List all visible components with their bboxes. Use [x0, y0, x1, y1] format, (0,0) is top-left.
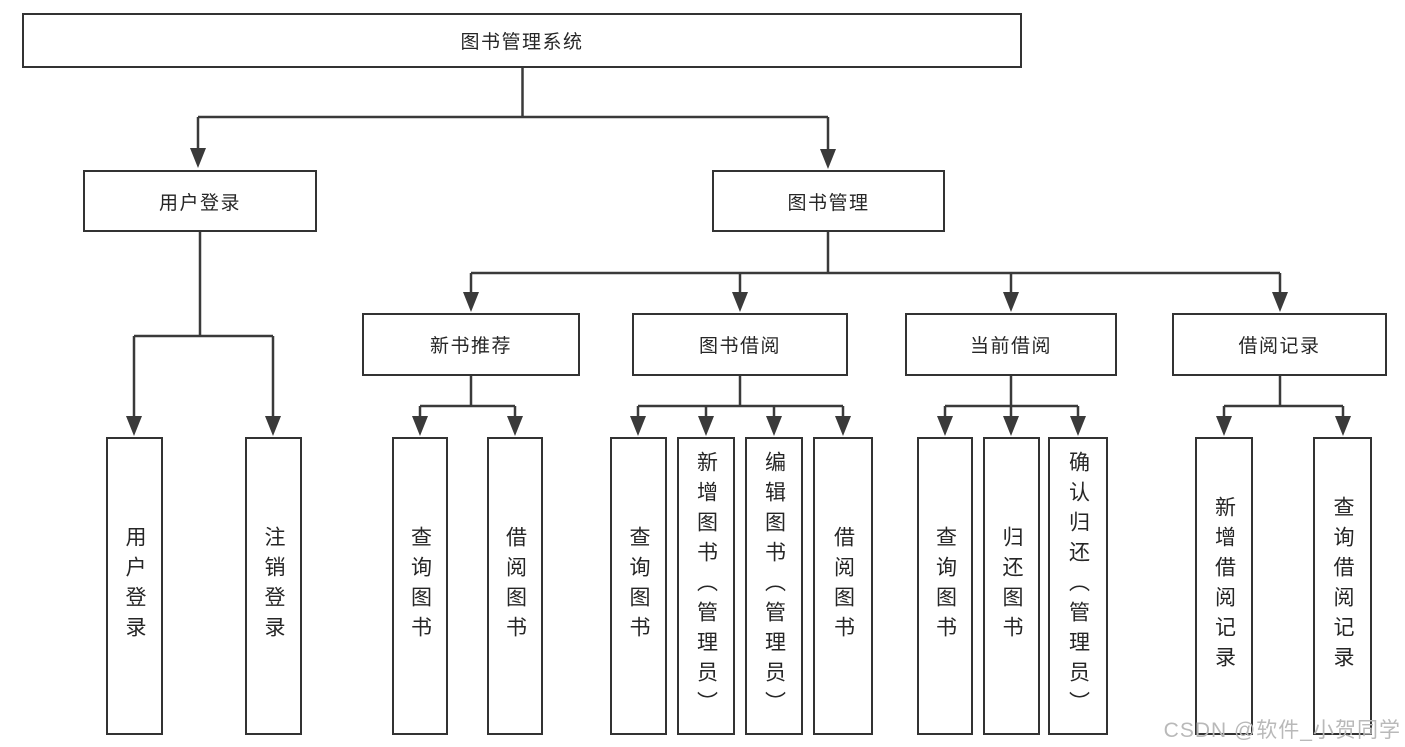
node-library-management-system: 图书管理系统	[22, 13, 1022, 68]
node-book-management: 图书管理	[712, 170, 945, 232]
node-book-borrowing: 图书借阅	[632, 313, 848, 376]
leaf-query-books-borrowing: 查询图书	[610, 437, 667, 735]
leaf-query-books-current: 查询图书	[917, 437, 973, 735]
leaf-add-books-admin: 新增图书（管理员）	[677, 437, 735, 735]
arrow-heads	[126, 148, 1351, 436]
watermark: CSDN @软件_小贺同学	[1163, 719, 1401, 742]
leaf-query-books-recommend: 查询图书	[392, 437, 448, 735]
leaf-return-books: 归还图书	[983, 437, 1040, 735]
node-user-login-group: 用户登录	[83, 170, 317, 232]
connector-paths	[132, 68, 1345, 420]
node-current-borrowing: 当前借阅	[905, 313, 1117, 376]
leaf-edit-books-admin: 编辑图书（管理员）	[745, 437, 803, 735]
leaf-logout: 注销登录	[245, 437, 302, 735]
leaf-query-borrow-record: 查询借阅记录	[1313, 437, 1372, 735]
node-borrow-records: 借阅记录	[1172, 313, 1387, 376]
leaf-confirm-return-admin: 确认归还（管理员）	[1048, 437, 1108, 735]
leaf-borrow-books: 借阅图书	[813, 437, 873, 735]
leaf-add-borrow-record: 新增借阅记录	[1195, 437, 1253, 735]
node-new-book-recommend: 新书推荐	[362, 313, 580, 376]
leaf-borrow-books-recommend: 借阅图书	[487, 437, 543, 735]
leaf-user-login: 用户登录	[106, 437, 163, 735]
